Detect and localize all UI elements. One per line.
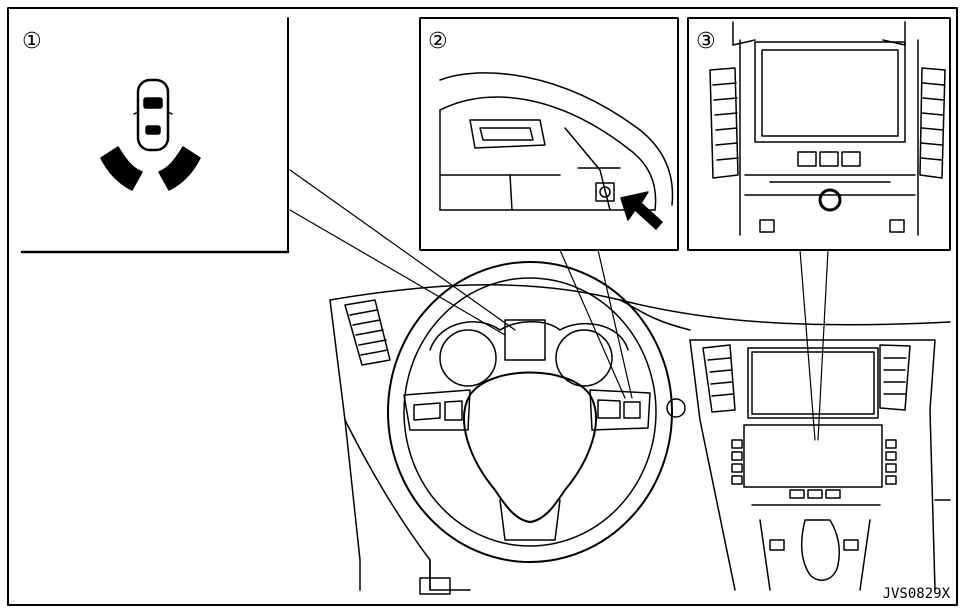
left-spoke <box>404 390 470 430</box>
camera-switch-icon <box>600 187 610 197</box>
callout-label-3: ③ <box>696 29 716 54</box>
sensor-zone-right-icon <box>159 147 200 190</box>
leader-1 <box>290 170 515 330</box>
steering-wheel-lower-spoke <box>500 500 560 540</box>
dash-left-edge <box>330 300 360 590</box>
panel-sonar-display <box>22 18 288 252</box>
steering-wheel-rim-inner <box>404 278 656 546</box>
callout-label-1: ① <box>22 29 42 54</box>
instrument-cluster <box>430 320 628 386</box>
ignition-button <box>667 399 685 417</box>
pointer-arrow-icon <box>621 192 662 229</box>
left-vent <box>345 300 390 365</box>
steering-wheel-hub <box>464 373 596 523</box>
leader-3b <box>818 250 828 440</box>
knee-panel <box>430 560 470 590</box>
panel-center-display <box>688 18 950 250</box>
center-stack <box>690 340 935 590</box>
dash-top-line <box>330 285 950 325</box>
figure-reference-code: JVS0829X <box>883 586 951 602</box>
leader-lines <box>290 170 828 440</box>
outer-frame <box>8 8 957 605</box>
dash-lower-left <box>345 420 430 590</box>
right-spoke <box>590 390 650 430</box>
sensor-zone-left-icon <box>101 147 142 190</box>
pedal-area <box>420 578 450 594</box>
car-top-view-icon <box>134 80 172 150</box>
leader-3 <box>800 250 815 440</box>
dashboard-illustration <box>330 262 950 594</box>
leader-2 <box>560 250 625 398</box>
callout-label-2: ② <box>428 29 448 54</box>
dash-top-line-2 <box>620 300 690 330</box>
leader-1b <box>290 210 505 335</box>
leader-2b <box>598 250 632 398</box>
controller-knob-icon <box>820 190 840 210</box>
steering-wheel-rim <box>388 262 672 562</box>
panel-steering-switch <box>420 18 678 250</box>
